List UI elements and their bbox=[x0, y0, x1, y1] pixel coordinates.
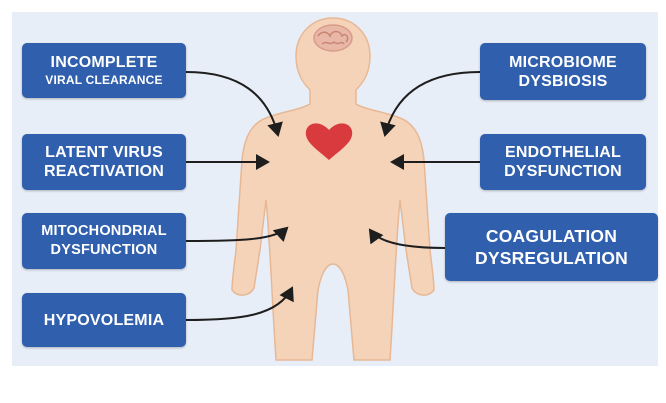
brain-icon bbox=[314, 25, 352, 51]
label-latent-virus-reactivation: LATENT VIRUS REACTIVATION bbox=[22, 134, 186, 190]
label-mitochondrial-dysfunction: MITOCHONDRIAL DYSFUNCTION bbox=[22, 213, 186, 269]
body-outline bbox=[232, 18, 434, 360]
label-line: VIRAL CLEARANCE bbox=[45, 72, 162, 88]
human-body-silhouette bbox=[232, 18, 434, 360]
label-line: LATENT VIRUS bbox=[45, 143, 163, 162]
label-line: INCOMPLETE bbox=[51, 53, 158, 72]
label-endothelial-dysfunction: ENDOTHELIAL DYSFUNCTION bbox=[480, 134, 646, 190]
label-line: MITOCHONDRIAL bbox=[41, 222, 167, 241]
label-coagulation-dysregulation: COAGULATION DYSREGULATION bbox=[445, 213, 658, 281]
label-line: DYSREGULATION bbox=[475, 247, 628, 269]
label-line: HYPOVOLEMIA bbox=[44, 311, 164, 330]
label-line: DYSBIOSIS bbox=[519, 72, 608, 91]
label-hypovolemia: HYPOVOLEMIA bbox=[22, 293, 186, 347]
label-line: ENDOTHELIAL bbox=[505, 143, 621, 162]
label-line: REACTIVATION bbox=[44, 162, 164, 181]
label-line: MICROBIOME bbox=[509, 53, 617, 72]
label-microbiome-dysbiosis: MICROBIOME DYSBIOSIS bbox=[480, 43, 646, 100]
label-incomplete-viral-clearance: INCOMPLETE VIRAL CLEARANCE bbox=[22, 43, 186, 98]
label-line: DYSFUNCTION bbox=[51, 241, 158, 260]
label-line: DYSFUNCTION bbox=[504, 162, 622, 181]
label-line: COAGULATION bbox=[486, 225, 617, 247]
